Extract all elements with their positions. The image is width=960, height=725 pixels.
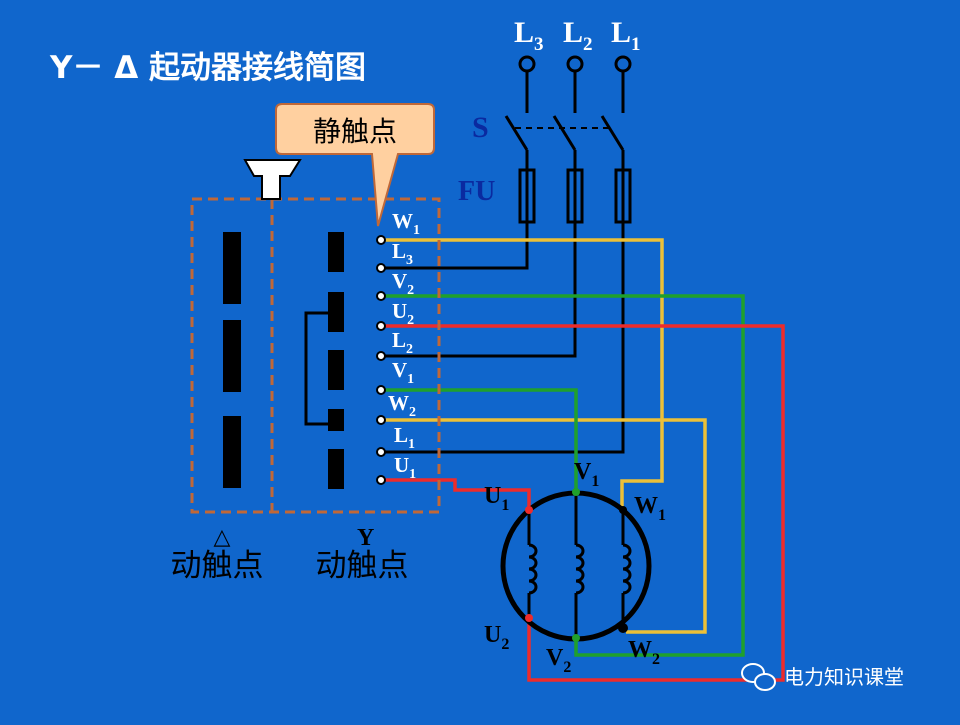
motor-label-v2: V2 — [546, 645, 571, 676]
svg-text:L3: L3 — [392, 239, 413, 268]
switch-s — [504, 71, 625, 170]
terminal-w2: W2 — [376, 391, 416, 425]
supply-terminal-l2 — [566, 55, 584, 73]
watermark-text: 电力知识课堂 — [784, 665, 904, 689]
supply-terminal-l3 — [518, 55, 536, 73]
svg-text:L2: L2 — [392, 328, 413, 357]
terminal-w1: W1 — [376, 209, 420, 245]
y-moving-contacts — [328, 232, 344, 489]
supply-wires — [381, 222, 625, 454]
y-star-link — [304, 311, 336, 426]
svg-text:U1: U1 — [394, 453, 416, 482]
fuses-fu — [518, 168, 632, 224]
motor-label-u1: U1 — [484, 483, 509, 514]
supply-terminal-l1 — [614, 55, 632, 73]
delta-symbol: △ — [214, 525, 231, 550]
terminal-l1: L1 — [376, 423, 415, 457]
terminal-u1: U1 — [376, 453, 416, 485]
phase-label-l2: L2 — [563, 16, 593, 55]
y-symbol: Y — [357, 525, 374, 551]
delta-moving-contacts — [223, 232, 241, 488]
motor — [500, 488, 652, 642]
switch-label: S — [472, 111, 489, 144]
terminal-v1: V1 — [376, 358, 414, 395]
red-wires — [381, 324, 785, 682]
svg-text:V1: V1 — [392, 358, 414, 387]
delta-contacts-label: 动触点 — [171, 548, 264, 584]
svg-text:L3: L3 — [514, 16, 544, 55]
terminal-l2: L2 — [376, 328, 413, 361]
y-contacts-label: 动触点 — [316, 548, 409, 584]
callout-bubble — [275, 103, 435, 227]
svg-text:W1: W1 — [392, 209, 420, 238]
svg-text:V2: V2 — [392, 269, 414, 298]
motor-label-w1: W1 — [634, 493, 666, 524]
terminal-u2: U2 — [376, 299, 414, 331]
terminal-v2: V2 — [376, 269, 414, 301]
svg-text:L1: L1 — [611, 16, 641, 55]
svg-text:U2: U2 — [392, 299, 414, 328]
phase-label-l1: L1 — [611, 16, 641, 55]
motor-terminal-dots — [525, 488, 628, 642]
fuse-label: FU — [458, 176, 495, 207]
motor-windings — [527, 492, 632, 638]
svg-text:L2: L2 — [563, 16, 593, 55]
motor-label-u2: U2 — [484, 622, 509, 653]
phase-label-l3: L3 — [514, 16, 544, 55]
svg-text:W2: W2 — [388, 391, 416, 420]
svg-text:L1: L1 — [394, 423, 415, 452]
terminal-l3: L3 — [376, 239, 413, 273]
motor-label-v1: V1 — [574, 459, 599, 490]
contactor-box — [190, 197, 441, 514]
wechat-icon — [741, 663, 776, 691]
static-terminals: W1 L3 V2 U2 L2 V1 W2 L1 — [376, 209, 420, 485]
diagram-title: Y－ Δ 起动器接线简图 — [49, 50, 366, 86]
callout-label: 静触点 — [313, 115, 397, 148]
green-wires — [381, 294, 745, 657]
watermark: 电力知识课堂 — [741, 663, 904, 691]
motor-label-w2: W2 — [628, 637, 660, 668]
yellow-wires — [381, 238, 707, 634]
operating-handle — [243, 159, 302, 200]
